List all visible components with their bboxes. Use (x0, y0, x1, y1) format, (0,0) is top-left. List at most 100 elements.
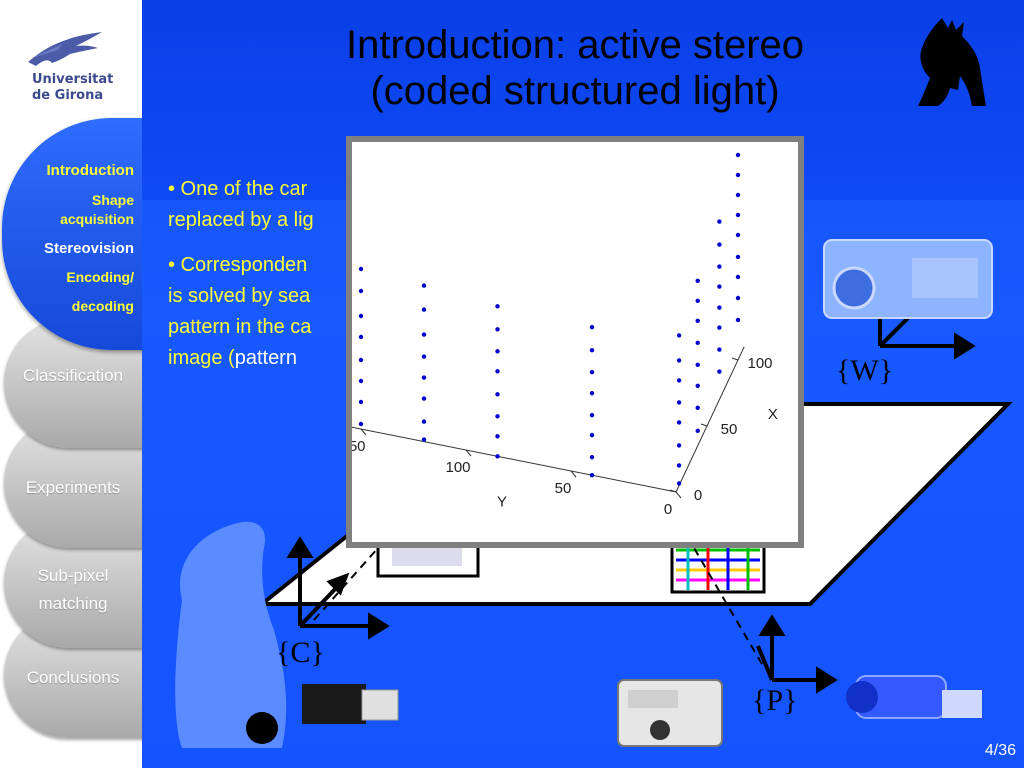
nav-tab-label: Sub-pixel matching (8, 562, 138, 618)
projector-frame-label: {P} (752, 684, 798, 717)
bullet-1-line2: replaced by a lig (168, 209, 314, 231)
data-point (358, 421, 364, 427)
data-point (589, 413, 595, 418)
data-point (717, 369, 722, 374)
data-point (717, 264, 722, 269)
sidebar: Universitat de Girona Conclusions Sub-pi… (0, 0, 142, 768)
data-point (421, 419, 427, 424)
nav-tab-label-line2: matching (38, 594, 108, 613)
data-point (589, 325, 595, 330)
y-tick-label: 150 (352, 438, 366, 455)
world-frame-label: {W} (836, 354, 894, 387)
x-axis-line (675, 346, 745, 493)
data-point (735, 295, 741, 301)
university-name-line1: Universitat (32, 72, 114, 87)
slide-stage: Introduction: active stereo (coded struc… (142, 0, 1024, 768)
nav-sub-item-encoding[interactable]: Encoding/ (66, 269, 134, 285)
data-point (717, 242, 722, 247)
bullet-2-line4-yellow: image ( (168, 347, 235, 369)
nav-sub-item-decoding[interactable]: decoding (71, 298, 134, 314)
y-tick-label: 0 (664, 501, 672, 518)
camera-frame-label: {C} (276, 636, 325, 669)
data-point (421, 332, 427, 337)
data-point (421, 437, 427, 442)
data-point (695, 383, 700, 388)
nav-tab-label-line1: Sub-pixel (37, 566, 109, 585)
data-point (589, 455, 595, 460)
data-point (589, 473, 595, 478)
data-point (495, 304, 500, 309)
y-tick (570, 470, 577, 478)
data-point (421, 307, 427, 312)
camera-ray (313, 547, 379, 621)
data-point (358, 313, 364, 319)
data-point (717, 347, 722, 352)
slide-title-line2: (coded structured light) (370, 69, 780, 113)
y-tick (675, 491, 682, 499)
data-point (717, 219, 722, 224)
university-name-line2: de Girona (32, 88, 104, 103)
bullet-2-line4-white: pattern (234, 347, 297, 369)
projector-frame-axes (756, 614, 838, 694)
x-tick-label: 50 (721, 421, 738, 438)
x-tick (669, 489, 677, 493)
data-point (735, 192, 741, 198)
data-point (695, 340, 700, 345)
data-point (589, 433, 595, 438)
data-point (495, 349, 500, 354)
data-point (735, 172, 741, 178)
data-point (676, 420, 682, 425)
nav-tab-label: Conclusions (26, 668, 120, 687)
data-point (421, 375, 427, 380)
data-point (717, 325, 722, 330)
nav-sub-item-acquisition[interactable]: acquisition (60, 211, 134, 227)
y-tick (465, 449, 472, 457)
bullet-2-line3: pattern in the ca (168, 316, 312, 338)
data-point (695, 405, 700, 410)
camera-blue-icon (846, 675, 982, 719)
y-tick-label: 100 (445, 459, 470, 476)
nav-sub-item-shape[interactable]: Shape (91, 192, 134, 208)
data-point (735, 212, 741, 218)
plot-window: 050100150050100100150200250YXZ (269, 136, 804, 548)
data-point (695, 428, 700, 433)
data-point (735, 232, 741, 238)
data-point (735, 317, 741, 323)
data-point (589, 370, 595, 375)
nav-sub-item-stereovision[interactable]: Stereovision (43, 240, 134, 257)
data-point (695, 278, 700, 283)
slide-title-line1: Introduction: active stereo (345, 23, 805, 67)
y-axis-line (339, 424, 677, 493)
bullet-2-line1: • Corresponden (168, 254, 308, 276)
data-point (358, 399, 364, 405)
data-point (717, 284, 722, 289)
y-tick (360, 428, 367, 436)
data-point (358, 357, 364, 363)
data-point (358, 334, 364, 340)
nav-tab-introduction[interactable]: Introduction Shape acquisition Stereovis… (2, 118, 142, 350)
data-point (717, 305, 722, 310)
x-axis-label: X (768, 406, 778, 423)
x-tick-label: 0 (694, 487, 702, 504)
y-tick-label: 50 (555, 480, 572, 497)
data-point (421, 354, 427, 359)
y-axis-label: Y (497, 493, 507, 510)
data-point (589, 391, 595, 396)
x-tick-label: 100 (747, 355, 772, 372)
eagle-icon (28, 32, 102, 66)
data-point (676, 443, 682, 448)
data-point (676, 378, 682, 383)
x-tick (700, 423, 708, 427)
university-name: Universitat de Girona (32, 72, 113, 104)
camera-frame-axes (286, 536, 390, 640)
data-point (695, 298, 700, 303)
scatter-3d-chart: 050100150050100100150200250YXZ (269, 152, 778, 518)
bullet-2-line2: is solved by sea (168, 285, 311, 307)
data-point (495, 327, 500, 332)
data-point (421, 396, 427, 401)
data-point (676, 400, 682, 405)
data-point (495, 414, 500, 419)
projector-ray (693, 547, 763, 665)
data-point (358, 378, 364, 384)
nav-tab-label: Experiments (25, 478, 121, 497)
